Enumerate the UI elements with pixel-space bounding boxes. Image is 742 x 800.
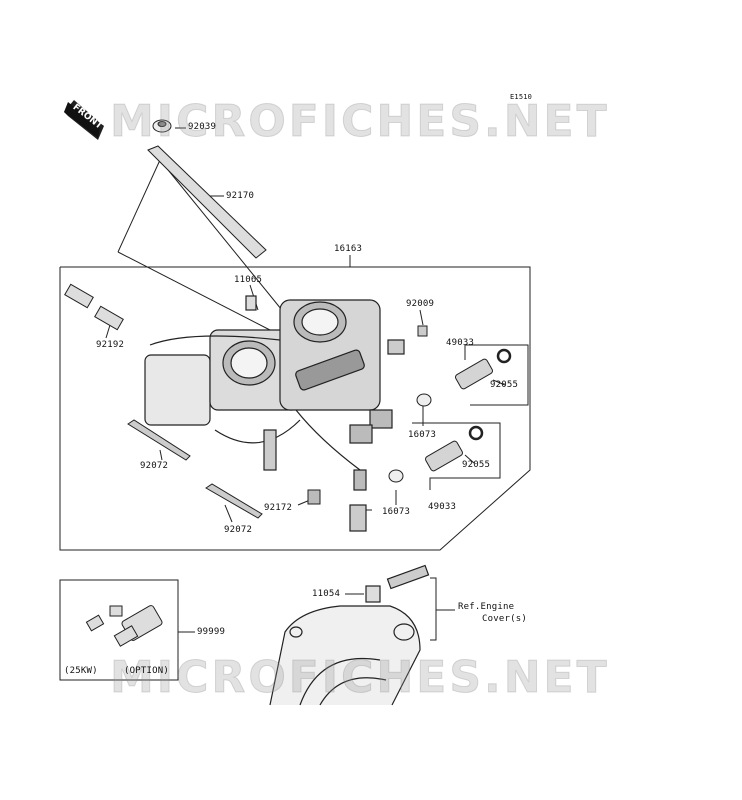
engine-cover <box>269 564 430 706</box>
part-label-92039[interactable]: 92039 <box>188 122 217 132</box>
front-arrow-icon <box>64 100 104 140</box>
clip-92172 <box>307 489 321 505</box>
washer-92039 <box>152 119 172 133</box>
cable-tie-upper <box>127 419 191 461</box>
watermark-bottom: MICROFICHES.NET <box>110 652 610 704</box>
part-label-49033-upper[interactable]: 49033 <box>446 338 475 348</box>
part-label-92072-upper[interactable]: 92072 <box>140 461 169 471</box>
throttle-body-assembly <box>144 295 405 532</box>
part-label-99999[interactable]: 99999 <box>197 627 226 637</box>
ref-engine-line1: Ref.Engine <box>458 602 515 612</box>
cable-tie-lower <box>205 483 263 519</box>
ref-engine-line2: Cover(s) <box>482 614 527 624</box>
part-label-11065[interactable]: 11065 <box>234 275 263 285</box>
part-label-92055-upper[interactable]: 92055 <box>490 380 519 390</box>
part-label-92192[interactable]: 92192 <box>96 340 125 350</box>
part-label-92172[interactable]: 92172 <box>264 503 293 513</box>
option-box <box>59 579 179 681</box>
part-label-16163[interactable]: 16163 <box>334 244 363 254</box>
assembly-frame <box>59 266 531 551</box>
bolt-92009 <box>417 325 428 337</box>
part-label-49033-lower[interactable]: 49033 <box>428 502 457 512</box>
part-label-92009[interactable]: 92009 <box>406 299 435 309</box>
option-kw-label: (25KW) <box>64 666 98 676</box>
part-label-16073-upper[interactable]: 16073 <box>408 430 437 440</box>
hose-92192 <box>64 283 124 331</box>
part-label-92170[interactable]: 92170 <box>226 191 255 201</box>
part-label-92072-lower[interactable]: 92072 <box>224 525 253 535</box>
watermark-top: MICROFICHES.NET <box>110 96 610 148</box>
diagram-code: E1510 <box>510 93 533 101</box>
option-kit-parts <box>85 605 163 647</box>
part-label-92055-lower[interactable]: 92055 <box>462 460 491 470</box>
strap-92170 <box>147 145 267 259</box>
part-label-11054[interactable]: 11054 <box>312 589 341 599</box>
part-label-16073-lower[interactable]: 16073 <box>382 507 411 517</box>
injector-upper <box>416 348 512 407</box>
injector-lower <box>388 425 484 483</box>
option-label: (OPTION) <box>124 666 169 676</box>
